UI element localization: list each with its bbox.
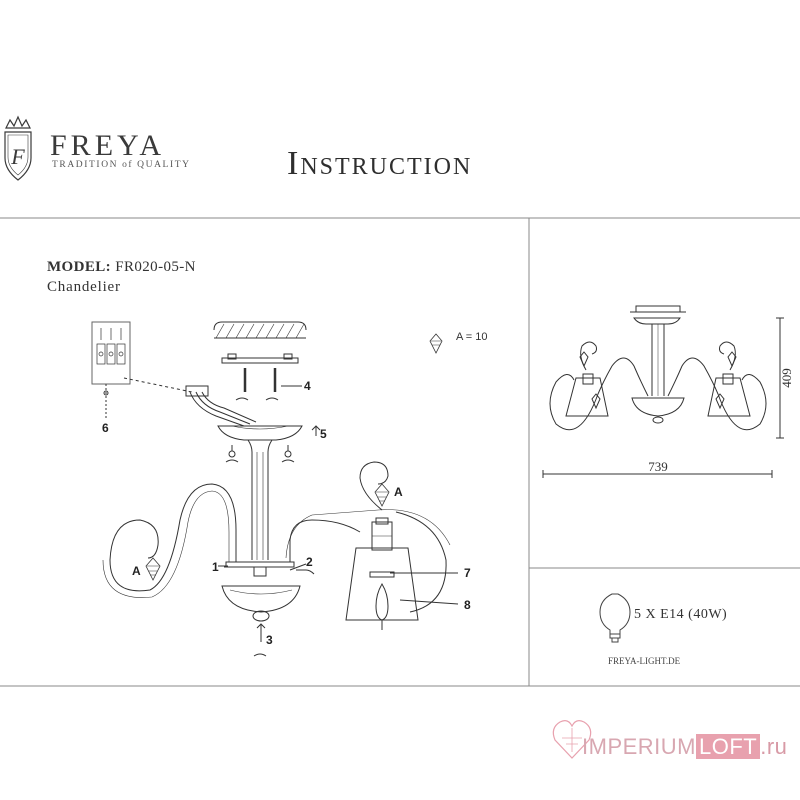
light-bulb-icon bbox=[599, 593, 631, 643]
brand-logo-letter: F bbox=[10, 144, 25, 169]
watermark-part-2: LOFT bbox=[696, 734, 761, 759]
callout-8: 8 bbox=[464, 598, 471, 612]
product-type: Chandelier bbox=[47, 279, 121, 295]
callout-6: 6 bbox=[102, 421, 109, 435]
watermark-part-3: .ru bbox=[760, 734, 788, 759]
callout-3: 3 bbox=[266, 633, 273, 647]
brand-tagline: TRADITION of QUALITY bbox=[52, 160, 191, 170]
callout-5: 5 bbox=[320, 427, 327, 441]
callout-4: 4 bbox=[304, 379, 311, 393]
model-code: FR020-05-N bbox=[115, 259, 196, 275]
overview-height-label: 409 bbox=[779, 368, 794, 388]
website-text: FREYA-LIGHT.DE bbox=[608, 656, 681, 666]
callout-7: 7 bbox=[464, 566, 471, 580]
overview-width-label: 739 bbox=[648, 459, 668, 474]
model-label: MODEL: bbox=[47, 259, 112, 275]
crystal-pendant-icon bbox=[145, 333, 443, 581]
model-line: MODEL: FR020-05-N bbox=[47, 259, 196, 276]
overview-drawing bbox=[542, 305, 784, 478]
document-title: Instruction bbox=[287, 145, 473, 182]
callout-2: 2 bbox=[306, 555, 313, 569]
crystal-label-left: A bbox=[132, 564, 141, 578]
watermark-logo-icon bbox=[552, 720, 592, 759]
brand-name: FREYA bbox=[50, 129, 166, 162]
assembly-drawing bbox=[91, 321, 459, 657]
layout-frame bbox=[0, 217, 800, 687]
watermark-part-1: IMPERIUM bbox=[582, 734, 696, 759]
ceiling-hatch bbox=[215, 323, 305, 339]
callout-1: 1 bbox=[212, 560, 219, 574]
bulb-spec: 5 X E14 (40W) bbox=[634, 607, 728, 622]
crystal-count-note: A = 10 bbox=[456, 331, 488, 343]
crystal-label-right: A bbox=[394, 485, 403, 499]
brand-logo-icon bbox=[4, 115, 32, 181]
